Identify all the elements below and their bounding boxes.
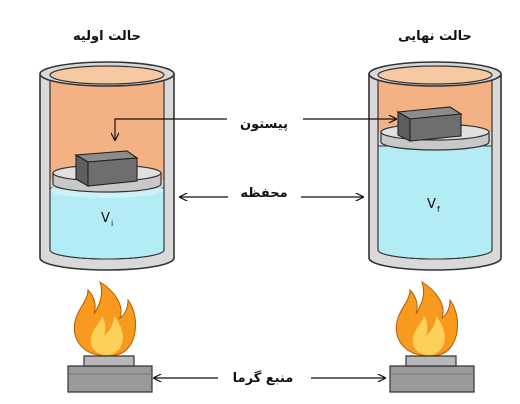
flame-icon bbox=[395, 280, 458, 357]
piston-arrow-left bbox=[115, 118, 227, 140]
final-volume-symbol: V bbox=[427, 197, 436, 212]
final-cylinder: V f bbox=[368, 61, 502, 271]
initial-volume-subscript: i bbox=[111, 219, 113, 228]
heat-source-label: منبع گرما bbox=[233, 370, 294, 386]
container-label: محفظه bbox=[240, 186, 287, 201]
flame-icon bbox=[73, 280, 136, 357]
initial-cylinder: V i bbox=[39, 61, 175, 271]
initial-block bbox=[74, 150, 139, 187]
piston-label: پیستون bbox=[240, 117, 288, 132]
final-volume-subscript: f bbox=[437, 205, 440, 214]
final-block bbox=[396, 106, 463, 142]
final-heat-source bbox=[389, 280, 475, 393]
final-state-title: حالت نهایی bbox=[398, 29, 472, 44]
initial-volume-symbol: V bbox=[101, 211, 110, 226]
initial-heat-source bbox=[67, 280, 153, 393]
initial-state-title: حالت اولیه bbox=[73, 29, 141, 44]
